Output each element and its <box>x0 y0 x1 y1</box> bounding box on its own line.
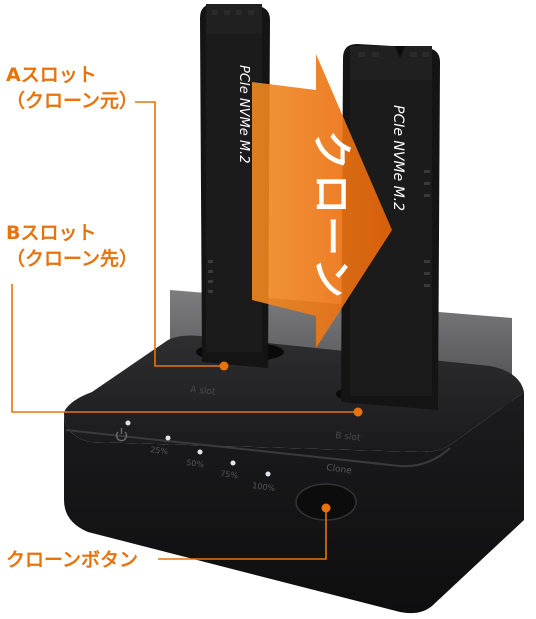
callout-lines <box>11 101 358 560</box>
power-icon <box>115 428 128 442</box>
clone-arrow-text: ク ロ ー ン <box>308 130 354 298</box>
callout-clone-button: クローンボタン <box>6 547 138 573</box>
callout-slot-b-sub: （クローン先） <box>6 248 139 270</box>
callout-dots <box>219 361 363 513</box>
svg-text:25%: 25% <box>150 445 169 456</box>
svg-text:ー: ー <box>308 216 354 256</box>
slot-b-dock-label: B slot <box>335 431 362 444</box>
svg-text:100%: 100% <box>252 481 276 493</box>
dock-front-face <box>64 392 524 614</box>
clone-dock-label: Clone <box>326 463 353 477</box>
callout-slot-a: Aスロット （クローン元） <box>6 62 138 114</box>
svg-text:75%: 75% <box>220 469 239 480</box>
callout-slot-b: Bスロット （クローン先） <box>6 220 138 272</box>
svg-text:ロ: ロ <box>308 174 354 214</box>
ssd-b-label: PCIe NVMe M.2 <box>390 105 406 211</box>
ssd-a-label: PCIe NVMe M.2 <box>236 65 251 163</box>
slot-a-dock-label: A slot <box>190 385 217 398</box>
svg-text:50%: 50% <box>186 458 205 469</box>
callout-slot-b-title: Bスロット <box>6 222 97 244</box>
callout-slot-a-sub: （クローン元） <box>6 90 139 112</box>
status-leds <box>125 420 271 477</box>
callout-slot-a-title: Aスロット <box>6 64 97 86</box>
svg-text:ン: ン <box>308 258 354 298</box>
clone-arrow <box>252 54 392 348</box>
svg-text:ク: ク <box>308 130 354 170</box>
status-labels: 25% 50% 75% 100% <box>150 445 276 493</box>
callout-clone-button-title: クローンボタン <box>6 549 139 571</box>
